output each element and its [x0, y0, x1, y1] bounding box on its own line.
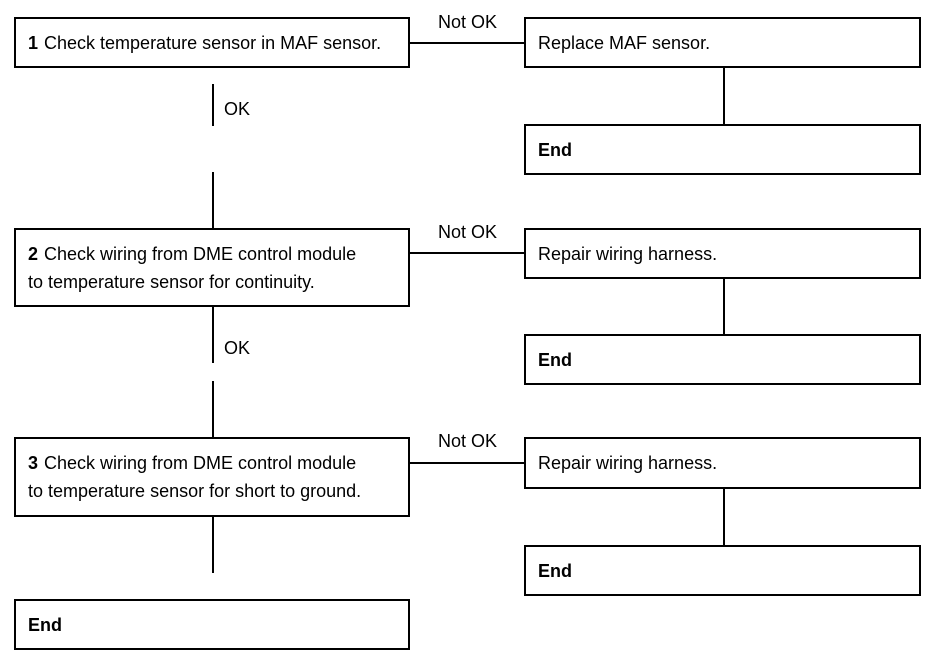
step-1-action-box: Replace MAF sensor.	[524, 17, 921, 68]
step-3-action-connector	[723, 489, 725, 546]
step-1-ok-label: OK	[224, 99, 251, 119]
step-3-action-box: Repair wiring harness.	[524, 437, 921, 489]
step-2-action-end-text: End	[538, 349, 572, 370]
step-3-not-ok-label: Not OK	[438, 431, 498, 451]
step-2-ok-label: OK	[224, 338, 251, 358]
step-3-ok-connector	[212, 517, 214, 573]
step-2-ok-connector-bottom	[212, 381, 214, 438]
step-2-action-box: Repair wiring harness.	[524, 228, 921, 279]
step-2-line-2: to temperature sensor for continuity.	[28, 271, 315, 292]
step-1-line-1: Check temperature sensor in MAF sensor.	[44, 32, 382, 53]
final-end-box: End	[14, 599, 410, 650]
step-2-not-ok-label: Not OK	[438, 222, 498, 242]
final-end-text: End	[28, 614, 62, 635]
step-1-number: 1	[28, 32, 39, 53]
step-2-action-connector	[723, 279, 725, 335]
step-3-line-2: to temperature sensor for short to groun…	[28, 481, 362, 501]
step-1-action-end-text: End	[538, 139, 572, 160]
step-2-number: 2	[28, 243, 39, 264]
step-3-action-end-box: End	[524, 545, 921, 596]
step-2-action-end-box: End	[524, 334, 921, 385]
step-3-action-end-text: End	[538, 560, 572, 581]
step-1-action-text: Replace MAF sensor.	[538, 32, 711, 53]
step-1-not-ok-label: Not OK	[438, 12, 498, 32]
step-3-number: 3	[28, 453, 39, 473]
step-3-line-1: Check wiring from DME control module	[44, 453, 357, 473]
step-3-action-text: Repair wiring harness.	[538, 453, 718, 473]
step-1-ok-connector-top	[212, 84, 214, 126]
step-3-not-ok-connector	[410, 462, 525, 464]
step-1-action-end-box: End	[524, 124, 921, 175]
step-2-line-1: Check wiring from DME control module	[44, 243, 357, 264]
step-1-action-connector	[723, 68, 725, 125]
step-2-not-ok-connector	[410, 252, 525, 254]
step-1-not-ok-connector	[410, 42, 525, 44]
step-1-ok-connector-bottom	[212, 172, 214, 229]
step-2-action-text: Repair wiring harness.	[538, 243, 718, 264]
step-2-ok-connector-top	[212, 307, 214, 363]
